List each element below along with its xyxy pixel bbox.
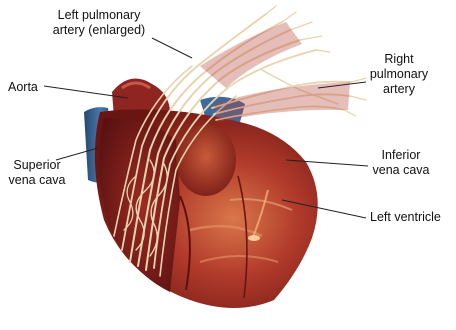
- label-aorta: Aorta: [8, 80, 38, 95]
- label-left-pulmonary-artery: Left pulmonary artery (enlarged): [34, 8, 164, 38]
- label-inferior-vena-cava: Inferior vena cava: [362, 148, 440, 178]
- label-left-ventricle: Left ventricle: [370, 210, 441, 225]
- pulmonary-vessel-tint: [200, 22, 350, 122]
- label-superior-vena-cava: Superior vena cava: [4, 158, 70, 188]
- leader-line-left-pulmonary-artery: [152, 38, 192, 58]
- label-right-pulmonary-artery: Right pulmonary artery: [360, 52, 438, 97]
- heart-body: [95, 109, 318, 308]
